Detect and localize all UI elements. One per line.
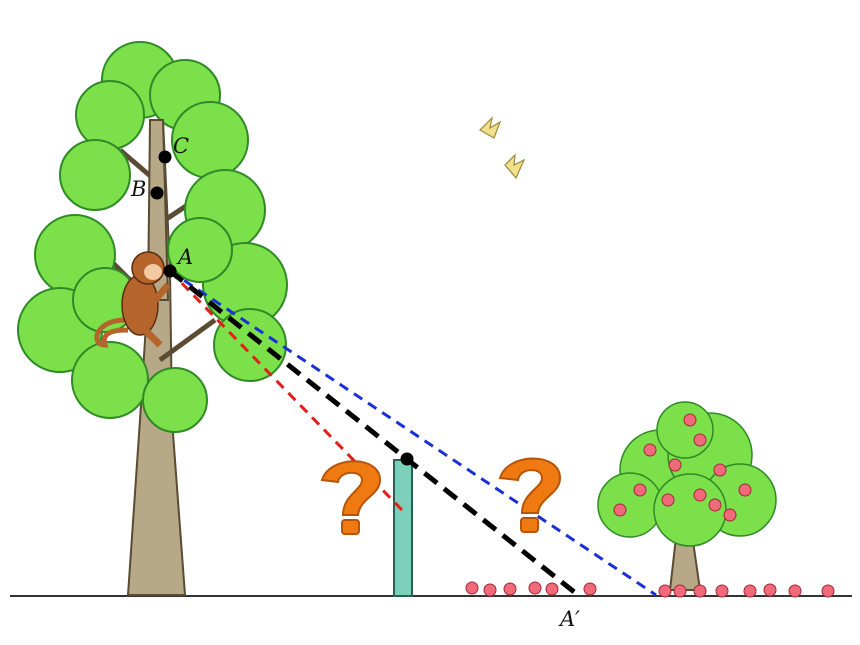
point-C — [158, 150, 172, 164]
point-A — [163, 264, 177, 278]
question-mark-icon — [320, 460, 382, 535]
point-pole-top — [400, 452, 414, 466]
point-B — [150, 186, 164, 200]
pole — [393, 459, 413, 597]
label-C: C — [173, 134, 189, 158]
fruit-cluster — [613, 413, 752, 522]
fruit-tree — [597, 401, 777, 591]
ground-fruit — [465, 581, 835, 598]
bird-icon — [479, 116, 526, 180]
label-A-prime: A′ — [558, 607, 580, 631]
label-A: A — [176, 245, 193, 269]
monkey-figure — [94, 251, 171, 348]
sight-line-black — [168, 269, 580, 597]
question-mark-icon-2 — [498, 457, 562, 533]
big-tree-foliage — [17, 41, 288, 433]
sight-line-blue — [169, 269, 657, 597]
label-B: B — [130, 177, 146, 201]
